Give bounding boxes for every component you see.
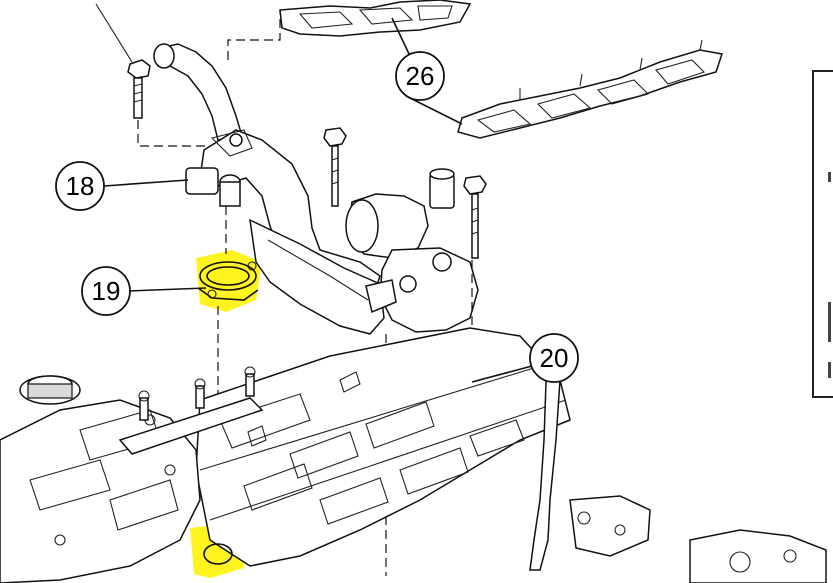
gasket-19 bbox=[197, 261, 259, 301]
dashed-gasket-path bbox=[227, 10, 281, 60]
bolt-right bbox=[463, 175, 487, 259]
valve-cover-left bbox=[0, 375, 201, 583]
legend-mark bbox=[828, 172, 831, 182]
lower-port bbox=[203, 543, 233, 565]
thermostat-housing bbox=[345, 168, 479, 333]
legend-panel-edge bbox=[812, 70, 833, 398]
coolant-pipe-right bbox=[529, 355, 827, 583]
highlight-gasket-19 bbox=[196, 250, 262, 312]
callout-19: 19 bbox=[81, 266, 207, 316]
callout-18-label: 18 bbox=[66, 171, 95, 201]
callout-26-label: 26 bbox=[406, 61, 435, 91]
bolt-upper-left bbox=[127, 59, 151, 119]
callout-20: 20 bbox=[471, 333, 579, 383]
leader-line-top-left bbox=[95, 3, 133, 63]
legend-mark bbox=[828, 302, 831, 342]
legend-mark bbox=[828, 362, 831, 378]
coolant-crossover-tube bbox=[153, 43, 385, 335]
fuel-rail bbox=[118, 366, 264, 455]
callout-26: 26 bbox=[391, 17, 463, 125]
intake-manifold-gasket bbox=[279, 0, 723, 139]
callout-18: 18 bbox=[55, 161, 189, 211]
callout-19-label: 19 bbox=[92, 276, 121, 306]
lower-intake-manifold bbox=[195, 327, 571, 567]
bolt-center bbox=[323, 127, 347, 207]
callout-20-label: 20 bbox=[540, 343, 569, 373]
